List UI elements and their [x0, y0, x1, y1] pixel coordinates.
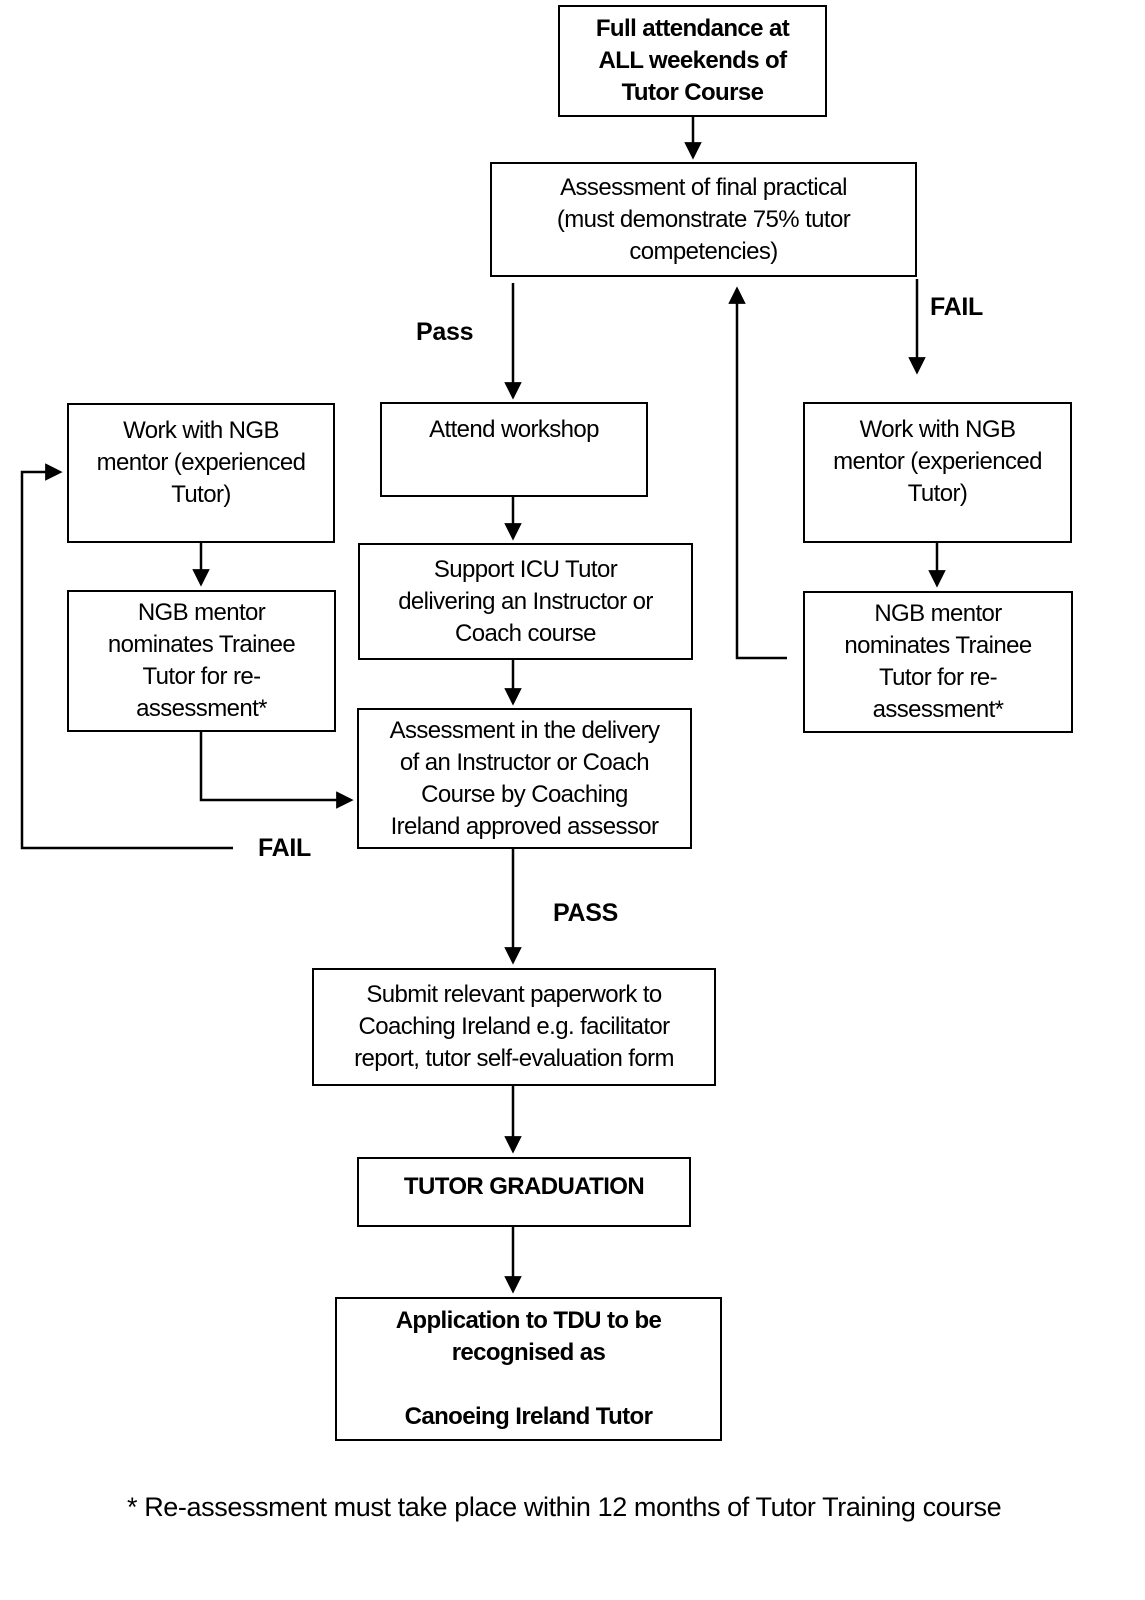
node-application-tdu: Application to TDU to be recognised as C…	[335, 1297, 722, 1441]
label-pass-bottom: PASS	[553, 899, 619, 927]
node-full-attendance-label: Full attendance at ALL weekends of Tutor…	[595, 15, 790, 106]
node-full-attendance: Full attendance at ALL weekends of Tutor…	[558, 5, 827, 117]
node-work-mentor-right-label: Work with NGB mentor (experienced Tutor)	[833, 416, 1042, 507]
node-attend-workshop: Attend workshop	[380, 402, 648, 497]
label-fail-left: FAIL	[258, 834, 311, 862]
node-submit-paperwork: Submit relevant paperwork to Coaching Ir…	[312, 968, 716, 1086]
node-submit-paperwork-label: Submit relevant paperwork to Coaching Ir…	[354, 981, 674, 1072]
node-work-mentor-left-label: Work with NGB mentor (experienced Tutor)	[96, 417, 306, 508]
node-assessment-delivery: Assessment in the delivery of an Instruc…	[357, 708, 692, 849]
node-assessment-delivery-label: Assessment in the delivery of an Instruc…	[389, 716, 660, 840]
node-work-mentor-right: Work with NGB mentor (experienced Tutor)	[803, 402, 1072, 543]
arrow-nominates-left-to-delivery	[199, 732, 354, 809]
node-nominates-left: NGB mentor nominates Trainee Tutor for r…	[67, 590, 336, 732]
node-assessment-final-label: Assessment of final practical (must demo…	[556, 173, 851, 265]
footnote: * Re-assessment must take place within 1…	[127, 1492, 1002, 1522]
node-attend-workshop-label: Attend workshop	[429, 416, 599, 443]
label-pass-top: Pass	[416, 318, 474, 346]
node-nominates-right: NGB mentor nominates Trainee Tutor for r…	[803, 591, 1073, 733]
arrow-nominates-right-to-assessment	[728, 286, 787, 660]
node-support-icu-label: Support ICU Tutor delivering an Instruct…	[398, 555, 653, 647]
node-support-icu: Support ICU Tutor delivering an Instruct…	[358, 543, 693, 660]
node-nominates-left-label: NGB mentor nominates Trainee Tutor for r…	[107, 599, 296, 722]
node-application-tdu-label: Application to TDU to be recognised as C…	[395, 1307, 662, 1430]
node-nominates-right-label: NGB mentor nominates Trainee Tutor for r…	[844, 600, 1032, 723]
node-tutor-graduation-label: TUTOR GRADUATION	[403, 1173, 645, 1200]
node-assessment-final: Assessment of final practical (must demo…	[490, 162, 917, 277]
node-work-mentor-left: Work with NGB mentor (experienced Tutor)	[67, 403, 335, 543]
label-fail-right: FAIL	[930, 293, 983, 321]
node-tutor-graduation: TUTOR GRADUATION	[357, 1157, 691, 1227]
